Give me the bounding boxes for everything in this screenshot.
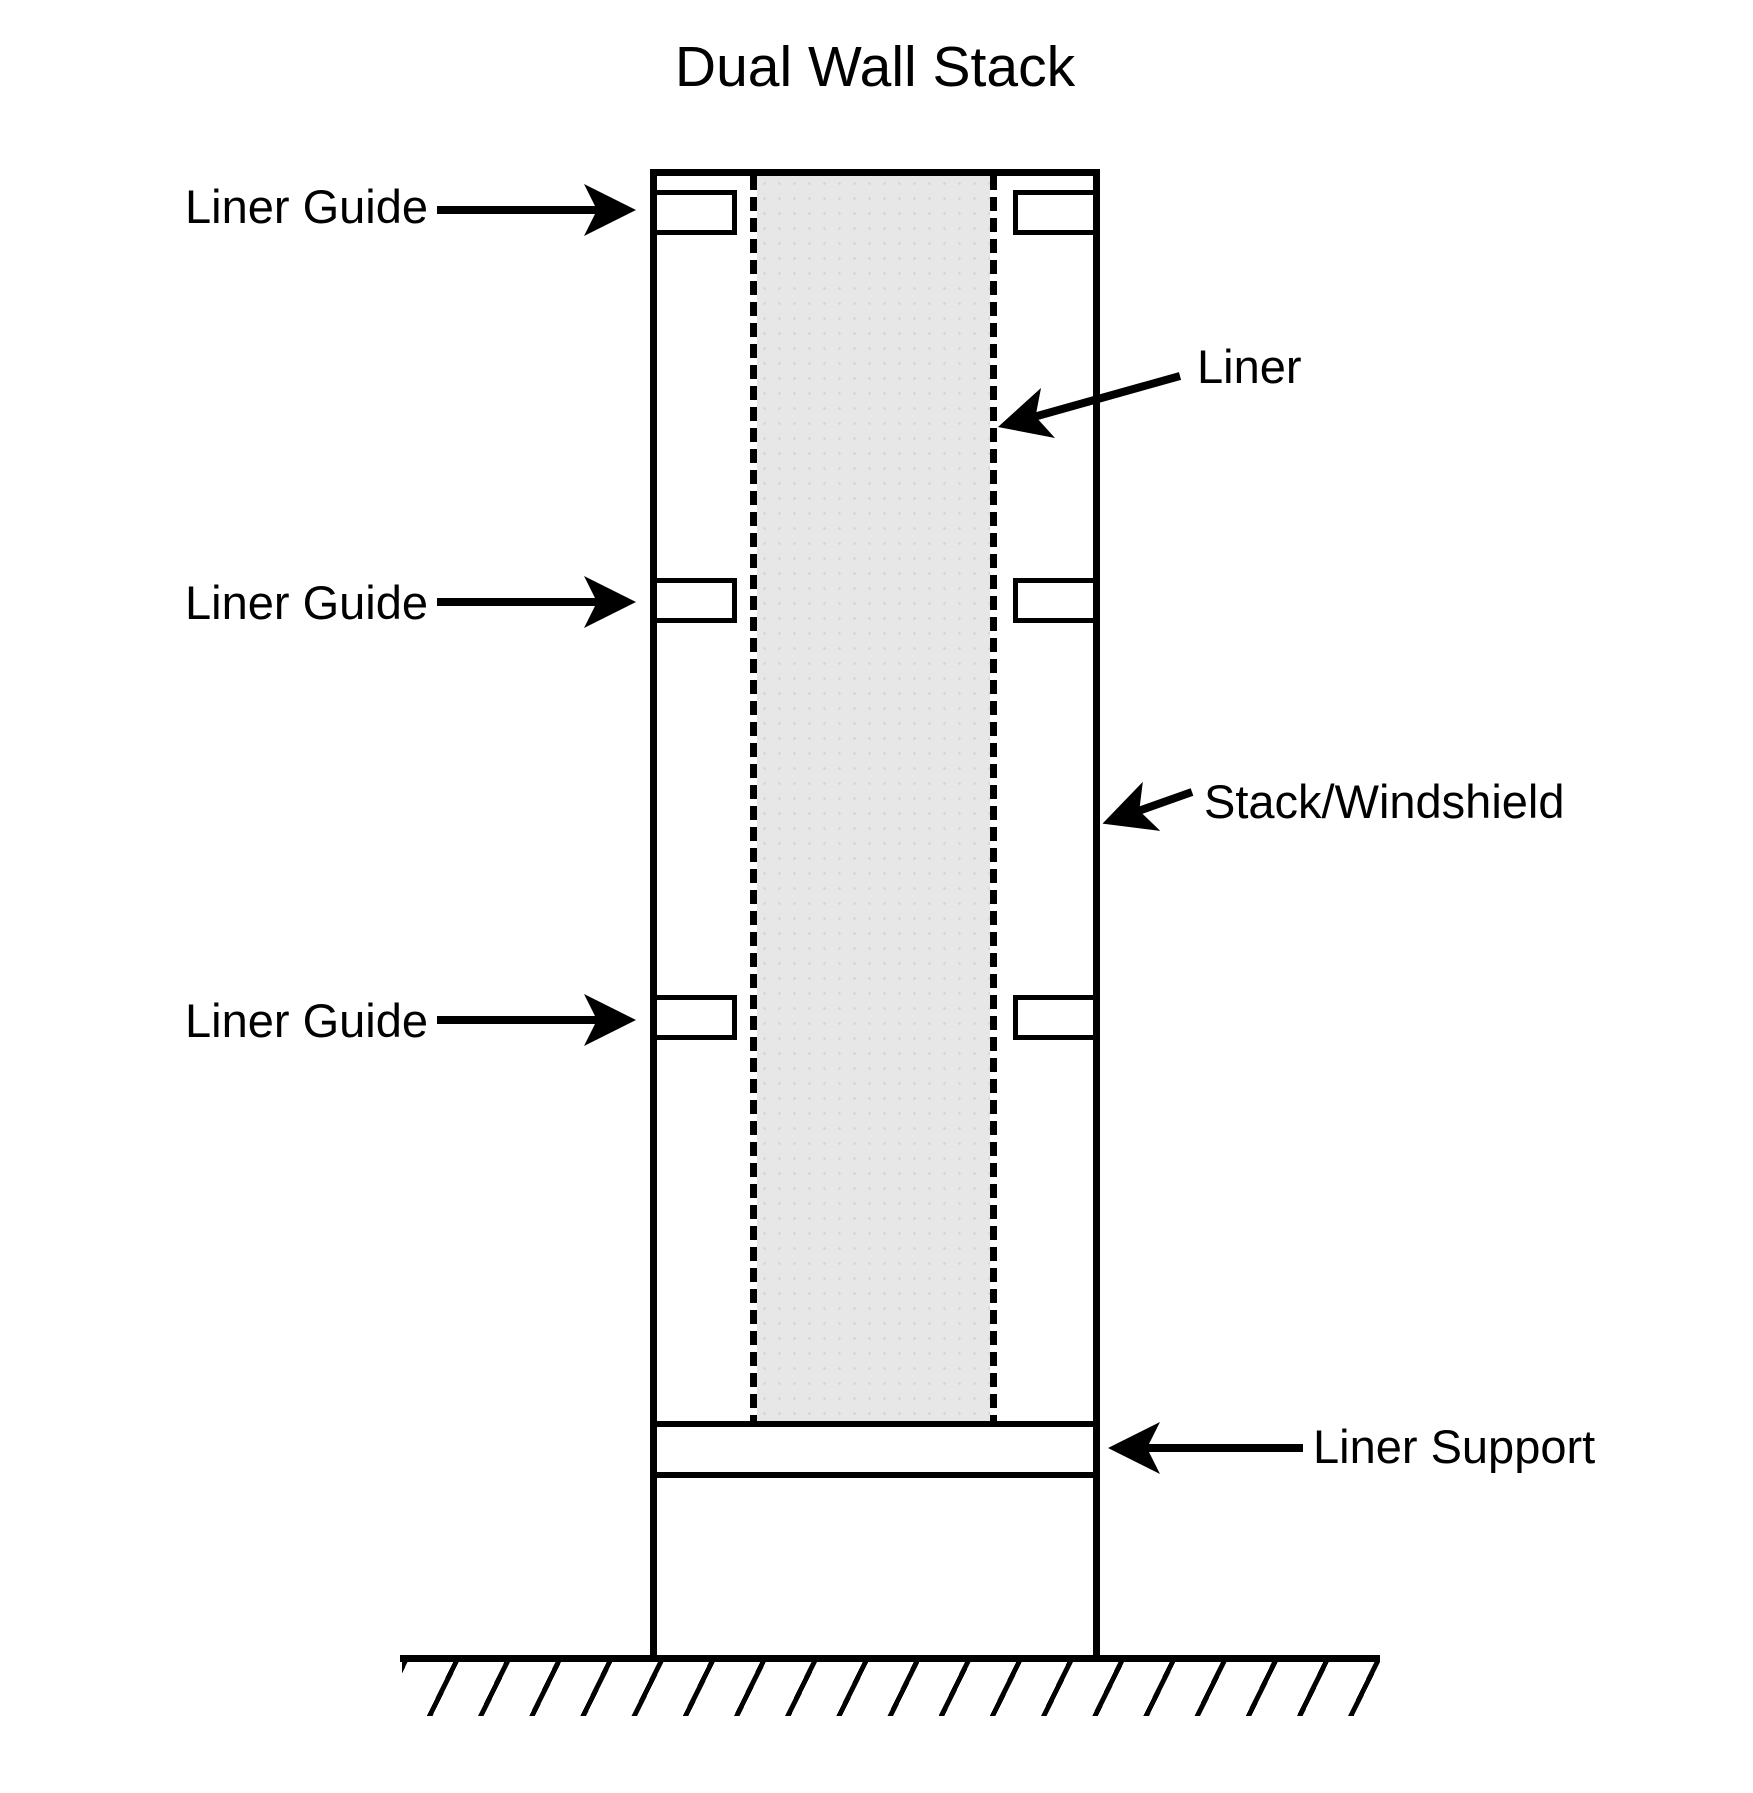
liner-support-bottom-line	[650, 1472, 1100, 1478]
stack-windshield-arrow	[1102, 781, 1194, 831]
ground-line	[400, 1655, 1380, 1662]
liner-guide-label-top: Liner Guide	[185, 180, 428, 233]
liner-guide-rect-middle-right	[1013, 578, 1098, 623]
liner-guide-rect-top-left	[652, 190, 737, 235]
liner-guide-rect-top-right	[1013, 190, 1098, 235]
liner-guide-rect-bottom-left	[652, 995, 737, 1040]
liner-support-top-line	[650, 1421, 1100, 1427]
liner-guide-rect-bottom-right	[1013, 995, 1098, 1040]
liner-guide-label-bottom: Liner Guide	[185, 994, 428, 1047]
liner-guide-rect-middle-left	[652, 578, 737, 623]
stack-windshield-label: Stack/Windshield	[1204, 775, 1565, 828]
liner-guide-label-middle: Liner Guide	[185, 576, 428, 629]
stack-windshield-outline	[650, 169, 1100, 1660]
liner-wall-left-dashed-line	[750, 176, 757, 1424]
liner-wall-right-dashed-line	[990, 176, 997, 1424]
liner-fill	[757, 176, 990, 1424]
liner-support-label: Liner Support	[1313, 1420, 1596, 1473]
liner-label: Liner	[1197, 340, 1302, 393]
ground-hatching	[402, 1662, 1380, 1716]
diagram-title: Dual Wall Stack	[674, 35, 1076, 99]
